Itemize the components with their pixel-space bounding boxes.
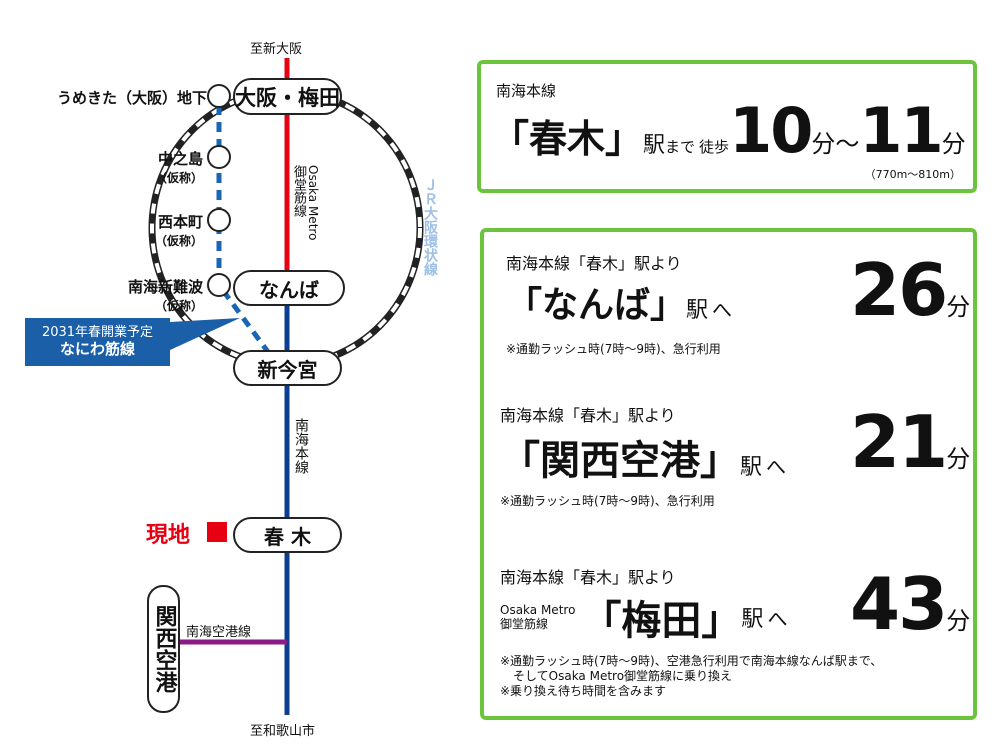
jr-loop-line-dashes (150, 89, 422, 367)
station-umeda: 大阪・梅田 (233, 78, 342, 115)
station-namba: なんば (233, 270, 345, 306)
route-kansai-airport: 南海本線「春木」駅より 「関西空港」駅へ ※通勤ラッシュ時(7時〜9時)、急行利… (500, 400, 971, 508)
current-site-marker (207, 522, 227, 542)
route-namba: 南海本線「春木」駅より 「なんば」駅へ ※通勤ラッシュ時(7時〜9時)、急行利用… (506, 248, 971, 356)
nankaishinnamba-station (207, 273, 231, 297)
label-nakanoshima: 中之島（仮称） (154, 150, 203, 185)
walk-box: 南海本線 「春木」駅まで徒歩10分〜11分 （770m〜810m） (477, 60, 977, 193)
station-kansai-airport: 関西空港 (147, 585, 180, 713)
walk-distance: （770m〜810m） (864, 168, 961, 181)
walk-line: 南海本線 (496, 82, 557, 100)
umekita-station (207, 84, 231, 108)
routes-box: 南海本線「春木」駅より 「なんば」駅へ ※通勤ラッシュ時(7時〜9時)、急行利用… (480, 228, 977, 720)
nankai-main-label: 南海本線 (293, 418, 309, 474)
label-nishihonmachi: 西本町（仮称） (154, 213, 203, 248)
current-site-label: 現地 (146, 523, 191, 548)
jr-loop-label: ＪＲ大阪環状線 (422, 178, 438, 276)
label-nankaishinnamba: 南海新難波（仮称） (127, 278, 203, 313)
naniwa-callout: 2031年春開業予定なにわ筋線 (25, 318, 170, 366)
nishihonmachi-station (207, 208, 231, 232)
label-umekita: うめきた（大阪）地下 (56, 89, 207, 107)
station-shinimamiya: 新今宮 (233, 350, 342, 386)
airport-line-label: 南海空港線 (186, 625, 252, 640)
to-shin-osaka: 至新大阪 (250, 42, 303, 57)
metro-label-en: Osaka Metro (306, 165, 320, 241)
nakanoshima-station (207, 145, 231, 169)
walk-time: 「春木」駅まで徒歩10分〜11分 (491, 94, 966, 167)
callout-pointer (170, 318, 240, 350)
metro-label-jp: 御堂筋線 (291, 165, 306, 217)
to-wakayamashi: 至和歌山市 (250, 724, 316, 739)
station-haruki: 春 木 (233, 517, 342, 553)
